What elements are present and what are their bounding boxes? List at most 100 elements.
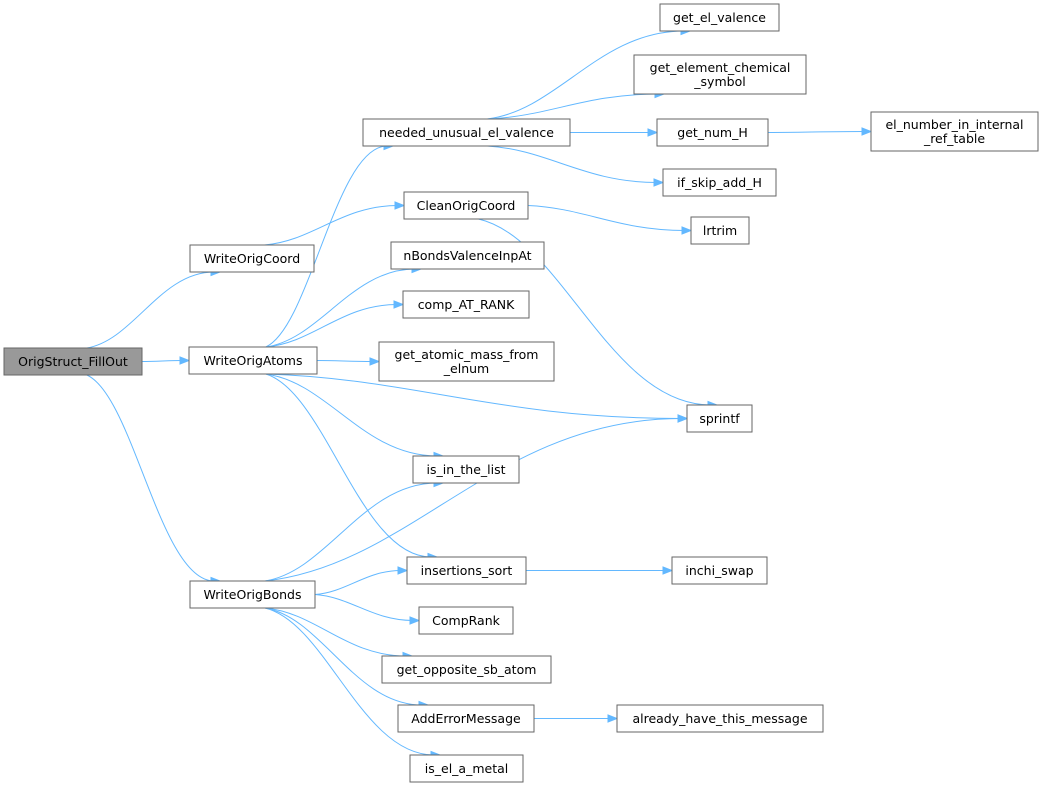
- node-box-enirt[interactable]: [870, 111, 1039, 152]
- node-gecs[interactable]: get_element_chemical_symbol: [633, 54, 807, 95]
- node-box-nbv[interactable]: [390, 241, 545, 270]
- edge-wob-to-ieam: [264, 607, 435, 756]
- edge-coc-to-sprintf: [478, 218, 712, 406]
- node-label-enirt: _ref_table: [923, 131, 985, 146]
- edge-nuev-to-isah: [487, 145, 658, 183]
- node-box-car[interactable]: [402, 290, 530, 319]
- node-label-sprintf: sprintf: [699, 411, 740, 426]
- arrowhead-coc-to-lrtrim: [681, 226, 693, 235]
- node-gosa[interactable]: get_opposite_sb_atom: [381, 655, 552, 684]
- node-label-gam: _elnum: [443, 361, 489, 376]
- arrowhead-woa-to-car: [393, 300, 405, 309]
- edge-woa-to-iitl: [265, 373, 438, 457]
- node-gnh[interactable]: get_num_H: [656, 118, 769, 147]
- node-gam[interactable]: get_atomic_mass_from_elnum: [378, 341, 555, 382]
- node-woa[interactable]: WriteOrigAtoms: [188, 346, 318, 375]
- arrowhead-isort-to-iswap: [662, 566, 674, 575]
- edge-wob-to-gosa: [264, 607, 407, 657]
- edge-root-to-woa: [141, 360, 184, 362]
- edge-woa-to-gam: [316, 360, 374, 362]
- arrowhead-woc-to-coc: [394, 201, 406, 210]
- edge-nuev-to-gecs: [487, 93, 659, 120]
- node-box-gam[interactable]: [378, 341, 555, 382]
- edges-layer: [86, 26, 873, 760]
- node-nuev[interactable]: needed_unusual_el_valence: [362, 118, 571, 147]
- node-label-isort: insertions_sort: [421, 563, 513, 578]
- node-label-nuev: needed_unusual_el_valence: [379, 125, 554, 140]
- node-box-aem[interactable]: [397, 704, 535, 733]
- node-box-gecs[interactable]: [633, 54, 807, 95]
- node-root[interactable]: OrigStruct_FillOut: [3, 347, 143, 376]
- node-label-nbv: nBondsValenceInpAt: [403, 248, 531, 263]
- node-woc[interactable]: WriteOrigCoord: [189, 244, 315, 273]
- node-enirt[interactable]: el_number_in_internal_ref_table: [870, 111, 1039, 152]
- node-label-isah: if_skip_add_H: [677, 175, 762, 190]
- edge-woa-to-nuev: [265, 145, 388, 348]
- node-isah[interactable]: if_skip_add_H: [662, 168, 777, 197]
- node-aem[interactable]: AddErrorMessage: [397, 704, 535, 733]
- node-box-gev[interactable]: [659, 3, 780, 32]
- node-box-root[interactable]: [3, 347, 143, 376]
- node-box-isort[interactable]: [406, 556, 527, 585]
- node-box-cr[interactable]: [418, 606, 514, 635]
- node-nbv[interactable]: nBondsValenceInpAt: [390, 241, 545, 270]
- edge-coc-to-lrtrim: [527, 205, 686, 231]
- arrowhead-gnh-to-enirt: [861, 127, 873, 136]
- node-lrtrim[interactable]: lrtrim: [690, 216, 750, 245]
- edge-root-to-wob: [86, 374, 215, 582]
- node-label-woa: WriteOrigAtoms: [204, 353, 303, 368]
- node-label-gam: get_atomic_mass_from: [395, 347, 539, 362]
- node-label-gnh: get_num_H: [677, 125, 747, 140]
- node-box-gnh[interactable]: [656, 118, 769, 147]
- node-ahtm[interactable]: already_have_this_message: [616, 704, 824, 733]
- node-wob[interactable]: WriteOrigBonds: [189, 580, 316, 609]
- edge-wob-to-cr: [314, 594, 414, 621]
- node-box-wob[interactable]: [189, 580, 316, 609]
- arrowhead-wob-to-cr: [409, 616, 421, 625]
- node-box-coc[interactable]: [403, 191, 529, 220]
- node-isort[interactable]: insertions_sort: [406, 556, 527, 585]
- node-car[interactable]: comp_AT_RANK: [402, 290, 530, 319]
- node-box-nuev[interactable]: [362, 118, 571, 147]
- node-label-car: comp_AT_RANK: [418, 297, 515, 312]
- node-box-iswap[interactable]: [671, 556, 768, 585]
- node-box-ieam[interactable]: [409, 754, 524, 783]
- node-cr[interactable]: CompRank: [418, 606, 514, 635]
- node-box-woc[interactable]: [189, 244, 315, 273]
- node-sprintf[interactable]: sprintf: [686, 404, 753, 433]
- edge-woc-to-coc: [264, 205, 399, 246]
- arrowhead-root-to-woa: [179, 356, 191, 365]
- node-label-gecs: get_element_chemical: [650, 60, 791, 75]
- arrowhead-aem-to-ahtm: [607, 714, 619, 723]
- arrowhead-nuev-to-isah: [653, 178, 665, 187]
- nodes-layer: OrigStruct_FillOut WriteOrigCoordWriteOri…: [3, 3, 1039, 783]
- arrowhead-wob-to-isort: [397, 566, 409, 575]
- node-box-ahtm[interactable]: [616, 704, 824, 733]
- node-box-isah[interactable]: [662, 168, 777, 197]
- edge-woa-to-sprintf: [265, 373, 682, 419]
- node-box-woa[interactable]: [188, 346, 318, 375]
- node-label-coc: CleanOrigCoord: [417, 198, 516, 213]
- node-label-iswap: inchi_swap: [685, 563, 753, 578]
- node-gev[interactable]: get_el_valence: [659, 3, 780, 32]
- edge-wob-to-isort: [314, 570, 402, 595]
- edge-wob-to-iitl: [264, 482, 438, 582]
- node-label-ahtm: already_have_this_message: [632, 711, 807, 726]
- node-box-sprintf[interactable]: [686, 404, 753, 433]
- node-iswap[interactable]: inchi_swap: [671, 556, 768, 585]
- node-box-gosa[interactable]: [381, 655, 552, 684]
- node-box-lrtrim[interactable]: [690, 216, 750, 245]
- node-ieam[interactable]: is_el_a_metal: [409, 754, 524, 783]
- node-label-aem: AddErrorMessage: [411, 711, 521, 726]
- node-coc[interactable]: CleanOrigCoord: [403, 191, 529, 220]
- arrowhead-nuev-to-gnh: [647, 128, 659, 137]
- node-label-root: OrigStruct_FillOut: [18, 354, 128, 369]
- node-iitl[interactable]: is_in_the_list: [412, 455, 520, 484]
- edge-nuev-to-gev: [487, 30, 685, 120]
- edge-wob-to-aem: [264, 607, 423, 706]
- node-label-lrtrim: lrtrim: [703, 223, 737, 238]
- edge-woa-to-nbv: [265, 268, 416, 348]
- node-box-iitl[interactable]: [412, 455, 520, 484]
- node-label-wob: WriteOrigBonds: [204, 587, 302, 602]
